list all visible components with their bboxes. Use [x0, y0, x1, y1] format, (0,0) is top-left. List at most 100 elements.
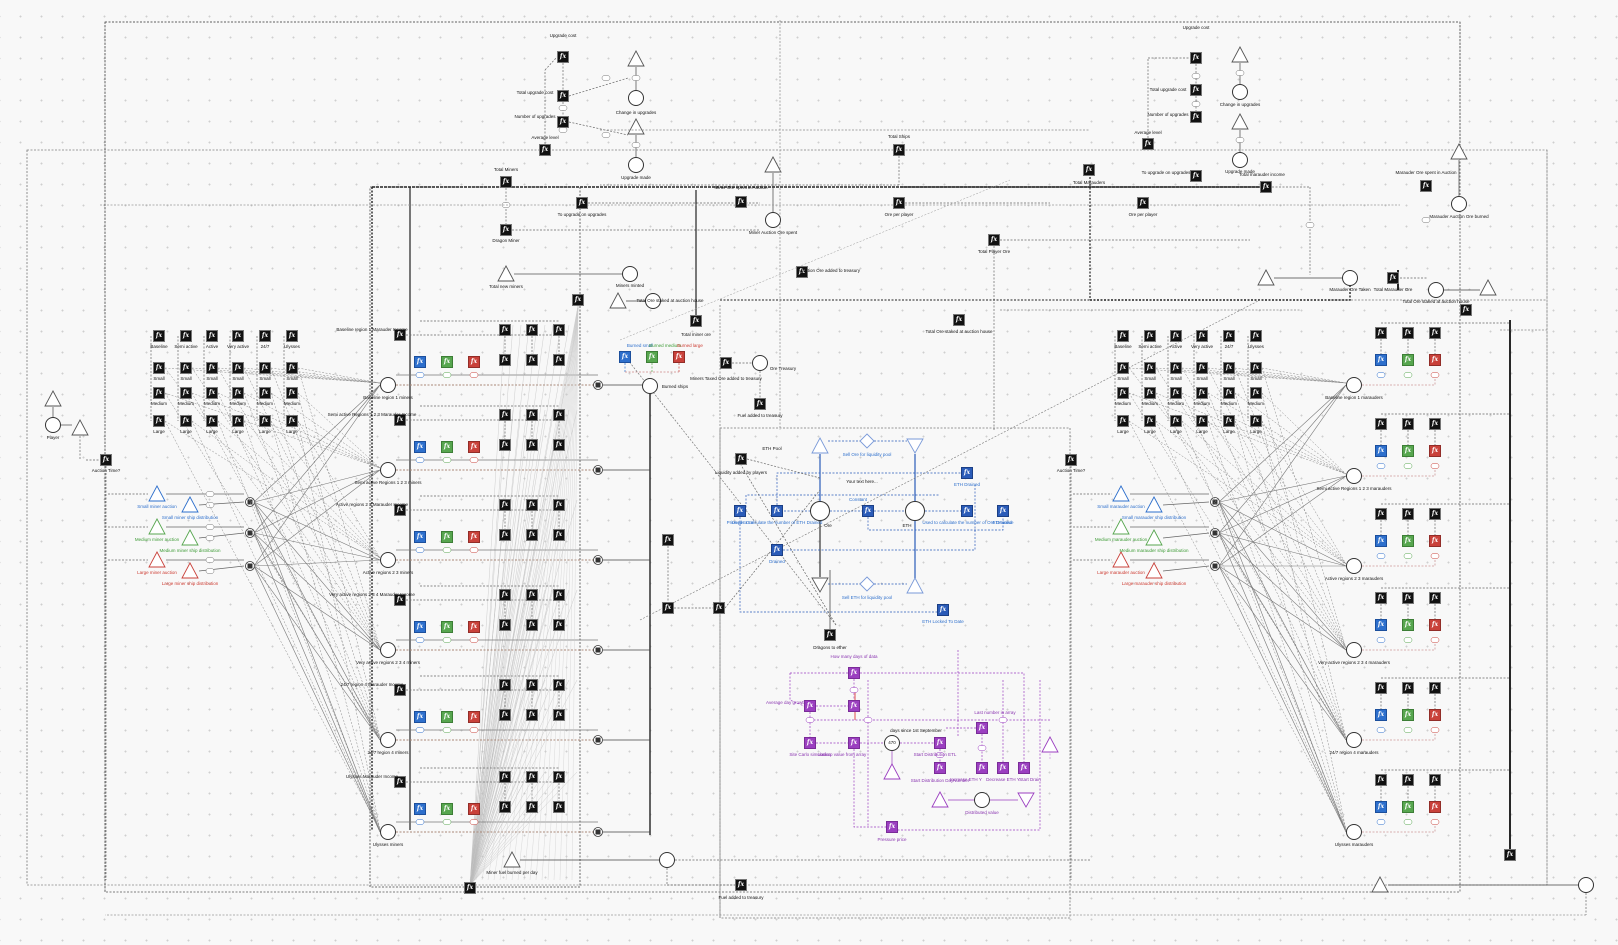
right-region-large-node[interactable]: fx — [1429, 445, 1441, 457]
burned-medium-node[interactable]: fx — [646, 351, 658, 363]
connector[interactable] — [1181, 420, 1347, 831]
connector[interactable] — [499, 305, 579, 881]
connector[interactable] — [1218, 384, 1347, 534]
delay-marker[interactable] — [1235, 137, 1245, 143]
marauder-ore-burned-stock[interactable] — [1451, 196, 1467, 212]
connector[interactable] — [198, 501, 245, 506]
connector[interactable] — [1218, 501, 1347, 833]
left-region-medium-node[interactable]: fx — [441, 711, 453, 723]
connector[interactable] — [783, 485, 976, 551]
miner-auction-ore-stock[interactable] — [765, 212, 781, 228]
left-cell-node[interactable]: fx — [286, 415, 298, 427]
connector[interactable] — [1207, 367, 1347, 384]
left-region-1-stock[interactable] — [380, 462, 396, 478]
miner-ore-source-icon[interactable] — [764, 156, 782, 173]
connector[interactable] — [469, 679, 522, 886]
total-marauder-income-node[interactable]: fx — [1260, 181, 1272, 193]
drained-eth-node[interactable]: fx — [824, 629, 836, 641]
miner-fuel-node[interactable]: fx — [464, 882, 476, 894]
marauder-taken-source-icon[interactable] — [1257, 269, 1275, 286]
connector[interactable] — [568, 77, 629, 97]
left-region-medium-node[interactable]: fx — [441, 621, 453, 633]
right-cell-node[interactable]: fx — [1170, 387, 1182, 399]
total-miner-ore-node[interactable]: fx — [690, 315, 702, 327]
connector[interactable] — [1155, 367, 1347, 649]
right-spawn-0-icon[interactable] — [1112, 485, 1130, 502]
left-region-mid-node[interactable]: fx — [553, 801, 565, 813]
connector[interactable] — [469, 771, 506, 886]
left-region-mid-node[interactable]: fx — [499, 709, 511, 721]
r-average-level-node[interactable]: fx — [1142, 138, 1154, 150]
connector[interactable] — [1181, 392, 1347, 475]
right-region-small-node[interactable]: fx — [1375, 619, 1387, 631]
ore-pool-source-icon[interactable] — [811, 437, 829, 454]
right-col-5-node[interactable]: fx — [1250, 330, 1262, 342]
connector[interactable] — [469, 771, 562, 886]
connector[interactable] — [191, 392, 381, 469]
connector[interactable] — [253, 532, 381, 833]
connector[interactable] — [253, 559, 381, 567]
increase-eth-node[interactable]: fx — [976, 762, 988, 774]
delay-marker[interactable] — [205, 568, 215, 574]
connector[interactable] — [469, 589, 554, 886]
right-region-top-node[interactable]: fx — [1375, 592, 1387, 604]
connector[interactable] — [1090, 280, 1351, 301]
pressure-node[interactable]: fx — [886, 821, 898, 833]
miners-minted-stock[interactable] — [622, 266, 638, 282]
left-region-0-income-node[interactable]: fx — [394, 329, 406, 341]
eth-left-bottom2-node[interactable]: fx — [713, 602, 725, 614]
left-region-top-node[interactable]: fx — [553, 679, 565, 691]
connector[interactable] — [1218, 384, 1347, 503]
connector[interactable] — [790, 672, 1025, 762]
connector[interactable] — [164, 367, 381, 384]
connector[interactable] — [270, 392, 381, 469]
connector[interactable] — [253, 384, 381, 503]
upgrade-source-icon[interactable] — [627, 50, 645, 67]
connector[interactable] — [505, 305, 579, 881]
left-region-top-node[interactable]: fx — [553, 771, 565, 783]
connector[interactable] — [469, 589, 530, 886]
connector[interactable] — [517, 305, 579, 881]
left-cell-node[interactable]: fx — [206, 362, 218, 374]
marauder-fuel-node[interactable]: fx — [1504, 849, 1516, 861]
left-spawn-5-icon[interactable] — [181, 562, 199, 579]
left-region-top-node[interactable]: fx — [553, 409, 565, 421]
connector[interactable] — [1207, 392, 1347, 739]
connector[interactable] — [789, 673, 805, 707]
connector[interactable] — [217, 392, 381, 469]
right-spawn-2-icon[interactable] — [1112, 518, 1130, 535]
left-region-large-node[interactable]: fx — [468, 803, 480, 815]
burned-ships-stock[interactable] — [642, 378, 658, 394]
left-cell-node[interactable]: fx — [153, 387, 165, 399]
avg-day-growth-node[interactable]: fx — [804, 700, 816, 712]
connector[interactable] — [1261, 420, 1347, 565]
delay-marker[interactable] — [1376, 463, 1386, 469]
right-cell-node[interactable]: fx — [1117, 387, 1129, 399]
right-spawn-4-icon[interactable] — [1112, 551, 1130, 568]
fuel-added-node[interactable]: fx — [754, 398, 766, 410]
delay-marker[interactable] — [631, 75, 641, 81]
delay-marker[interactable] — [1403, 637, 1413, 643]
connector[interactable] — [243, 392, 381, 739]
delay-marker[interactable] — [1235, 70, 1245, 76]
miner-fuel-source-icon[interactable] — [503, 851, 521, 868]
days-source-icon[interactable] — [883, 763, 901, 780]
delay-marker[interactable] — [469, 372, 479, 378]
right-region-small-node[interactable]: fx — [1375, 535, 1387, 547]
right-region-large-node[interactable]: fx — [1429, 709, 1441, 721]
total-ore-staked-r-stock[interactable] — [1428, 282, 1444, 298]
right-cell-node[interactable]: fx — [1250, 387, 1262, 399]
eth-pool-stock[interactable] — [905, 501, 925, 521]
right-cell-node[interactable]: fx — [1196, 387, 1208, 399]
left-region-mid-node[interactable]: fx — [526, 619, 538, 631]
connector[interactable] — [469, 771, 554, 886]
left-region-mid-node[interactable]: fx — [553, 709, 565, 721]
delay-marker[interactable] — [1376, 553, 1386, 559]
connector[interactable] — [1261, 392, 1347, 739]
left-region-top-node[interactable]: fx — [553, 589, 565, 601]
liquidity-players-node[interactable]: fx — [735, 453, 747, 465]
delay-marker[interactable] — [1376, 727, 1386, 733]
left-region-top-node[interactable]: fx — [526, 679, 538, 691]
right-region-large-node[interactable]: fx — [1429, 535, 1441, 547]
right-region-small-node[interactable]: fx — [1375, 354, 1387, 366]
